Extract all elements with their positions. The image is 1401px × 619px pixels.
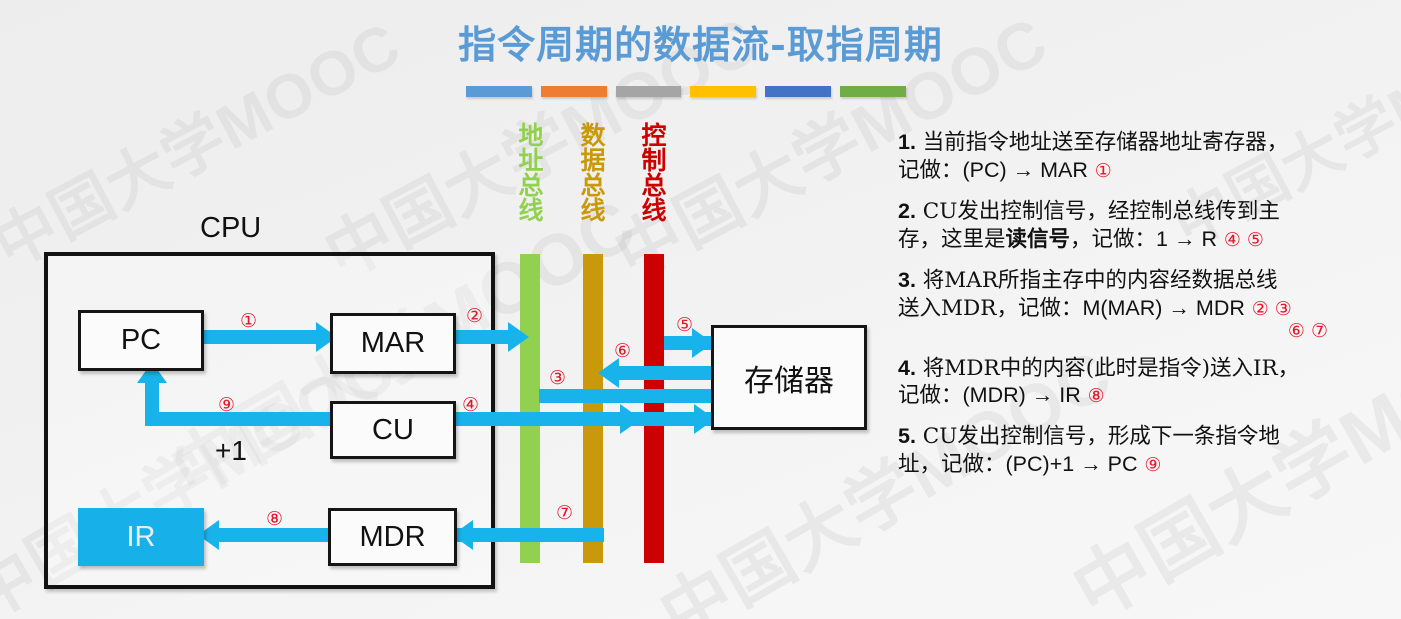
arrow-cu-to-ctrlbus-line bbox=[452, 412, 622, 426]
marker-7: ⑦ bbox=[556, 502, 574, 524]
step-1-text-a: 当前指令地址送至存储器地址寄存器， bbox=[922, 130, 1289, 155]
step-item-3: 3. 将MAR所指主存中的内容经数据总线 送入MDR，记做：M(MAR) → M… bbox=[898, 267, 1390, 342]
accent-bar-2 bbox=[540, 86, 607, 97]
marker-3: ③ bbox=[549, 367, 567, 389]
steps-panel: 1. 当前指令地址送至存储器地址寄存器， 记做：(PC) → MAR ① 2. … bbox=[898, 129, 1390, 492]
step-5-formula: (PC)+1 → PC bbox=[1005, 452, 1138, 477]
arrow-cu-to-ctrlbus-head bbox=[620, 404, 641, 434]
step-item-2: 2. CU发出控制信号，经控制总线传到主 存，这里是读信号，记做：1 → R ④… bbox=[898, 198, 1390, 254]
arrow-memory-to-databus-head bbox=[598, 358, 619, 388]
step-3-formula: M(MAR) → MDR bbox=[1082, 295, 1245, 320]
increment-label: +1 bbox=[215, 435, 247, 466]
register-ir-label: IR bbox=[126, 520, 156, 553]
step-2-emphasis: 读信号 bbox=[1005, 226, 1071, 252]
register-mdr-label: MDR bbox=[359, 520, 426, 553]
register-mar[interactable]: MAR bbox=[330, 313, 456, 374]
step-2-number: 2. bbox=[898, 198, 916, 223]
bus-label-address: 地址总线 bbox=[515, 122, 544, 222]
marker-4: ④ bbox=[462, 394, 480, 416]
memory-unit[interactable]: 存储器 bbox=[711, 325, 867, 430]
arrow-databus-to-mdr-line bbox=[452, 528, 604, 542]
register-mdr[interactable]: MDR bbox=[328, 508, 457, 566]
register-mar-label: MAR bbox=[360, 327, 426, 359]
accent-bar-4 bbox=[690, 86, 757, 97]
arrow-mar-to-addrbus-head bbox=[508, 322, 529, 352]
unit-cu[interactable]: CU bbox=[330, 401, 456, 459]
arrow-cu-to-pc-vertical bbox=[145, 382, 159, 418]
step-5-text-a: CU发出控制信号，形成下一条指令地 bbox=[922, 424, 1280, 450]
cpu-label: CPU bbox=[200, 212, 262, 244]
step-4-formula: (MDR) → IR bbox=[962, 383, 1081, 408]
accent-bar-3 bbox=[615, 86, 682, 97]
arrow-mdr-to-ir-line bbox=[218, 528, 328, 542]
step-5-number: 5. bbox=[898, 424, 916, 449]
title-accent-bars bbox=[466, 86, 906, 97]
marker-8: ⑧ bbox=[266, 508, 284, 530]
step-4-text-a: 将MDR中的内容(此时是指令)送入IR， bbox=[922, 355, 1300, 381]
step-1-markers: ① bbox=[1094, 159, 1112, 182]
control-bus-bar bbox=[644, 254, 664, 563]
register-ir[interactable]: IR bbox=[78, 508, 204, 566]
marker-9: ⑨ bbox=[218, 394, 236, 416]
step-3-text-b: 送入MDR，记做： bbox=[898, 295, 1083, 321]
arrow-ctrlbus-to-memory-head bbox=[692, 328, 713, 358]
register-pc[interactable]: PC bbox=[78, 310, 204, 371]
step-2-formula: 1 → R bbox=[1156, 226, 1217, 251]
unit-cu-label: CU bbox=[372, 413, 414, 446]
step-item-5: 5. CU发出控制信号，形成下一条指令地 址，记做：(PC)+1 → PC ⑨ bbox=[898, 423, 1390, 479]
step-3-number: 3. bbox=[898, 267, 916, 292]
data-bus-bar bbox=[583, 254, 603, 563]
step-2-text-c: ，记做： bbox=[1070, 226, 1157, 252]
accent-bar-5 bbox=[765, 86, 832, 97]
memory-unit-label: 存储器 bbox=[744, 363, 834, 399]
marker-1: ① bbox=[240, 310, 258, 332]
marker-2: ② bbox=[466, 305, 484, 327]
step-4-markers: ⑧ bbox=[1087, 385, 1105, 408]
step-2-text-b: 存，这里是 bbox=[898, 226, 1006, 252]
bus-label-data: 数据总线 bbox=[577, 122, 606, 222]
step-item-4: 4. 将MDR中的内容(此时是指令)送入IR， 记做：(MDR) → IR ⑧ bbox=[898, 355, 1390, 411]
arrow-memory-to-databus-line bbox=[618, 366, 714, 380]
step-1-text-b: 记做： bbox=[898, 157, 963, 183]
arrow-mar-to-addrbus-line bbox=[452, 330, 512, 344]
bus-label-control: 控制总线 bbox=[638, 122, 667, 222]
accent-bar-1 bbox=[466, 86, 532, 97]
step-3-markers: ② ③ bbox=[1251, 297, 1292, 320]
marker-5: ⑤ bbox=[676, 314, 694, 336]
arrow-addrbus-to-memory-line bbox=[539, 389, 714, 403]
step-4-number: 4. bbox=[898, 355, 916, 380]
step-5-text-b: 址，记做： bbox=[898, 452, 1006, 478]
step-2-text-a: CU发出控制信号，经控制总线传到主 bbox=[922, 198, 1280, 224]
arrow-databus-to-mdr-head bbox=[452, 520, 473, 550]
step-1-number: 1. bbox=[898, 130, 916, 154]
marker-6: ⑥ bbox=[614, 340, 632, 362]
step-1-formula: (PC) → MAR bbox=[962, 157, 1088, 182]
step-5-markers: ⑨ bbox=[1144, 454, 1162, 477]
arrow-addrbus-to-memory-head bbox=[694, 404, 715, 434]
step-3-text-a: 将MAR所指主存中的内容经数据总线 bbox=[922, 267, 1278, 293]
arrow-cu-to-pc-horizontal bbox=[145, 412, 335, 426]
address-bus-bar bbox=[520, 254, 540, 563]
step-4-text-b: 记做： bbox=[898, 383, 963, 409]
accent-bar-6 bbox=[840, 86, 906, 97]
step-2-markers: ④ ⑤ bbox=[1223, 228, 1264, 251]
step-item-1: 1. 当前指令地址送至存储器地址寄存器， 记做：(PC) → MAR ① bbox=[898, 129, 1390, 185]
register-pc-label: PC bbox=[120, 324, 162, 356]
arrow-pc-to-mar-line bbox=[198, 330, 318, 344]
step-3-markers-secondary: ⑥ ⑦ bbox=[1287, 319, 1328, 342]
page-title: 指令周期的数据流-取指周期 bbox=[458, 22, 943, 67]
